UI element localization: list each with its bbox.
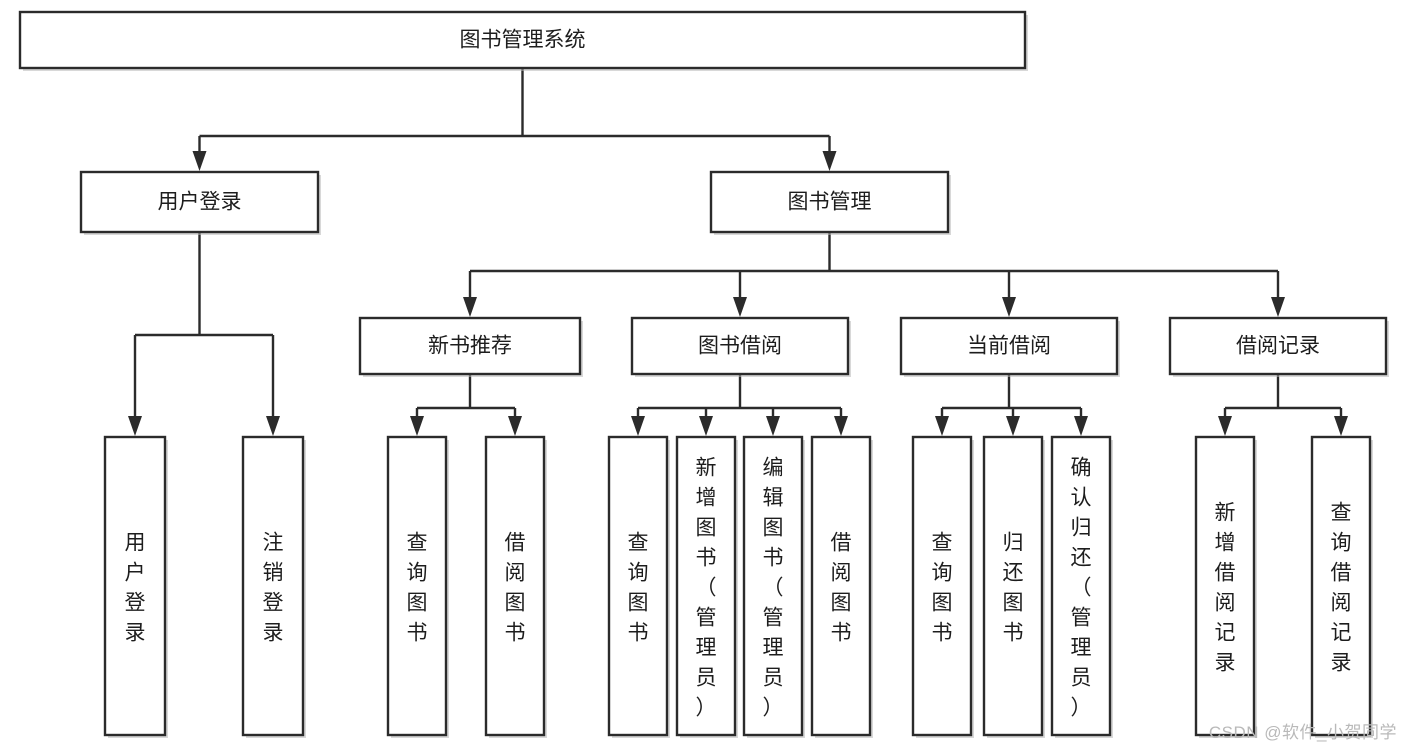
node-leaf-query-borrow-record[interactable]: 查询借阅记录	[1310, 435, 1373, 738]
node-label-leaf-user-logout: 注销登录	[263, 531, 284, 644]
node-box-leaf-user-login	[103, 435, 167, 737]
connector-new-book-recommend	[410, 374, 522, 436]
node-leaf-add-borrow-record[interactable]: 新增借阅记录	[1194, 435, 1257, 738]
node-box-borrow-record	[1168, 316, 1388, 376]
node-layer: 图书管理系统用户登录图书管理新书推荐图书借阅当前借阅借阅记录用户登录注销登录查询…	[18, 10, 1389, 738]
connector-current-borrow	[935, 374, 1088, 436]
arrow-head	[266, 416, 280, 436]
node-leaf-query-book-2[interactable]: 查询图书	[607, 435, 670, 738]
arrow-head	[631, 416, 645, 436]
node-label-root: 图书管理系统	[460, 29, 586, 52]
arrow-head	[1002, 297, 1016, 317]
arrow-head	[128, 416, 142, 436]
node-box-leaf-query-book-2	[607, 435, 669, 737]
node-box-leaf-return-book	[982, 435, 1044, 737]
node-label-leaf-user-login: 用户登录	[125, 531, 146, 644]
node-box-root	[18, 10, 1027, 70]
node-leaf-query-book-3[interactable]: 查询图书	[911, 435, 974, 738]
node-box-leaf-edit-book-admin	[742, 435, 804, 737]
node-leaf-user-logout[interactable]: 注销登录	[241, 435, 306, 738]
node-label-leaf-add-borrow-record: 新增借阅记录	[1215, 501, 1236, 674]
node-borrow-record[interactable]: 借阅记录	[1168, 316, 1389, 377]
node-leaf-borrow-book-1[interactable]: 借阅图书	[484, 435, 547, 738]
arrow-head	[1334, 416, 1348, 436]
node-leaf-edit-book-admin[interactable]: 编辑图书（管理员）	[742, 435, 805, 738]
arrow-head	[1074, 416, 1088, 436]
arrow-head	[508, 416, 522, 436]
node-label-leaf-query-book-2: 查询图书	[628, 531, 649, 644]
node-label-book-manage: 图书管理	[788, 191, 872, 214]
node-label-leaf-edit-book-admin: 编辑图书（管理员）	[763, 456, 784, 719]
node-leaf-confirm-return-admin[interactable]: 确认归还（管理员）	[1050, 435, 1113, 738]
arrow-head	[822, 151, 837, 171]
node-book-manage[interactable]: 图书管理	[709, 170, 951, 235]
node-box-book-manage	[709, 170, 950, 234]
arrow-head	[766, 416, 780, 436]
node-leaf-borrow-book-2[interactable]: 借阅图书	[810, 435, 873, 738]
node-box-leaf-query-book-1	[386, 435, 448, 737]
node-book-borrow[interactable]: 图书借阅	[630, 316, 851, 377]
node-label-user-login: 用户登录	[158, 191, 242, 214]
node-label-current-borrow: 当前借阅	[967, 335, 1051, 358]
arrow-head	[1006, 416, 1020, 436]
arrow-head	[1271, 297, 1285, 317]
node-new-book-recommend[interactable]: 新书推荐	[358, 316, 583, 377]
node-leaf-query-book-1[interactable]: 查询图书	[386, 435, 449, 738]
connector-book-manage	[463, 232, 1285, 317]
arrow-head	[192, 151, 207, 171]
connector-layer	[128, 68, 1348, 436]
node-label-leaf-add-book-admin: 新增图书（管理员）	[696, 456, 717, 719]
node-box-leaf-user-logout	[241, 435, 305, 737]
arrow-head	[1218, 416, 1232, 436]
node-label-leaf-query-borrow-record: 查询借阅记录	[1331, 501, 1352, 674]
node-box-leaf-add-borrow-record	[1194, 435, 1256, 737]
connector-root	[192, 68, 837, 171]
arrow-head	[463, 297, 477, 317]
arrow-head	[699, 416, 713, 436]
node-label-leaf-confirm-return-admin: 确认归还（管理员）	[1071, 456, 1092, 719]
node-box-leaf-borrow-book-2	[810, 435, 872, 737]
node-box-leaf-query-borrow-record	[1310, 435, 1372, 737]
csdn-watermark: CSDN @软件_小贺同学	[1208, 723, 1397, 742]
arrow-head	[410, 416, 424, 436]
node-label-book-borrow: 图书借阅	[698, 335, 782, 358]
node-box-leaf-add-book-admin	[675, 435, 737, 737]
node-label-leaf-return-book: 归还图书	[1003, 531, 1024, 644]
node-label-leaf-query-book-1: 查询图书	[407, 531, 428, 644]
connector-user-login	[128, 232, 280, 436]
connector-book-borrow	[631, 374, 848, 436]
node-box-current-borrow	[899, 316, 1119, 376]
arrow-head	[733, 297, 747, 317]
node-box-leaf-borrow-book-1	[484, 435, 546, 737]
node-box-leaf-query-book-3	[911, 435, 973, 737]
connector-borrow-record	[1218, 374, 1348, 436]
node-label-new-book-recommend: 新书推荐	[428, 335, 512, 358]
arrow-head	[935, 416, 949, 436]
node-box-leaf-confirm-return-admin	[1050, 435, 1112, 737]
node-root[interactable]: 图书管理系统	[18, 10, 1028, 71]
node-leaf-user-login[interactable]: 用户登录	[103, 435, 168, 738]
node-box-new-book-recommend	[358, 316, 582, 376]
node-label-leaf-borrow-book-2: 借阅图书	[831, 531, 852, 644]
node-label-borrow-record: 借阅记录	[1236, 335, 1320, 358]
node-leaf-add-book-admin[interactable]: 新增图书（管理员）	[675, 435, 738, 738]
node-label-leaf-borrow-book-1: 借阅图书	[505, 531, 526, 644]
arrow-head	[834, 416, 848, 436]
node-box-user-login	[79, 170, 320, 234]
node-user-login[interactable]: 用户登录	[79, 170, 321, 235]
node-box-book-borrow	[630, 316, 850, 376]
node-current-borrow[interactable]: 当前借阅	[899, 316, 1120, 377]
node-leaf-return-book[interactable]: 归还图书	[982, 435, 1045, 738]
node-label-leaf-query-book-3: 查询图书	[932, 531, 953, 644]
